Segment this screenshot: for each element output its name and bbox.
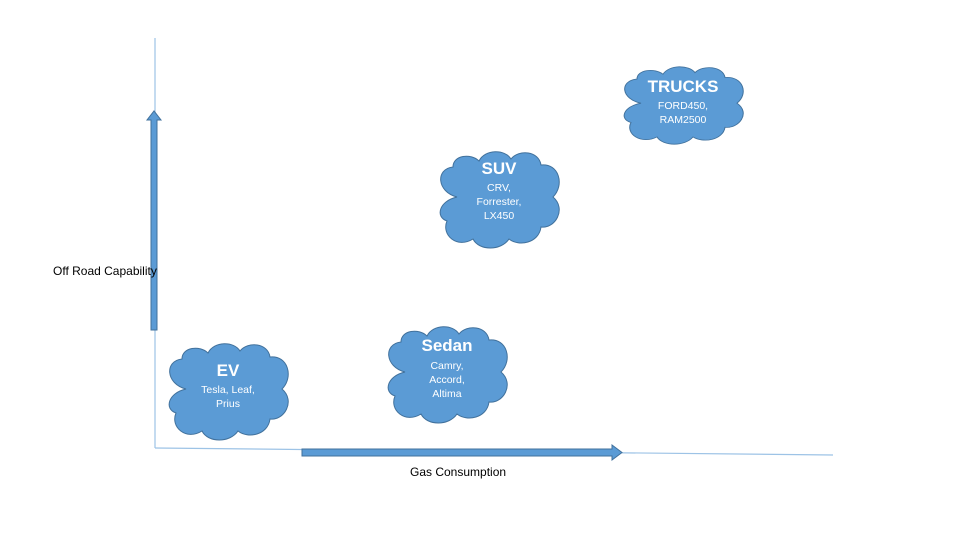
- cloud-item-line: LX450: [483, 210, 515, 222]
- cloud-ev: EV Tesla, Leaf, Prius: [164, 339, 292, 451]
- x-axis-label: Gas Consumption: [410, 465, 507, 479]
- cloud-item-line: RAM2500: [659, 114, 707, 126]
- cloud-shape: [623, 66, 744, 145]
- cloud-trucks: TRUCKS FORD450, RAM2500: [619, 63, 747, 175]
- cloud-title: SUV: [481, 159, 517, 178]
- cloud-items: FORD450, RAM2500: [619, 99, 747, 127]
- cloud-items: CRV, Forrester, LX450: [435, 181, 563, 223]
- cloud-shape: [439, 151, 560, 249]
- cloud-shape: [168, 343, 289, 441]
- cloud-shape: [387, 326, 508, 424]
- cloud-item-line: Tesla, Leaf,: [201, 384, 255, 396]
- cloud-items: Tesla, Leaf, Prius: [164, 383, 292, 411]
- cloud-item-line: Camry,: [430, 360, 464, 372]
- cloud-item-line: Prius: [216, 398, 240, 410]
- cloud-title: TRUCKS: [647, 77, 719, 96]
- cloud-item-line: Forrester,: [476, 196, 522, 208]
- x-axis-arrow: [301, 444, 623, 461]
- cloud-title: EV: [216, 361, 240, 380]
- cloud-item-line: CRV,: [487, 182, 511, 194]
- cloud-item-line: Altima: [432, 388, 462, 400]
- cloud-sedan: Sedan Camry, Accord, Altima: [383, 322, 511, 434]
- y-axis-label: Off Road Capability: [53, 264, 157, 278]
- cloud-suv: SUV CRV, Forrester, LX450: [435, 147, 563, 259]
- cloud-title: Sedan: [421, 336, 473, 355]
- cloud-item-line: FORD450,: [657, 100, 709, 112]
- cloud-item-line: Accord,: [429, 374, 465, 386]
- cloud-items: Camry, Accord, Altima: [383, 359, 511, 401]
- y-axis-arrow: [145, 110, 163, 331]
